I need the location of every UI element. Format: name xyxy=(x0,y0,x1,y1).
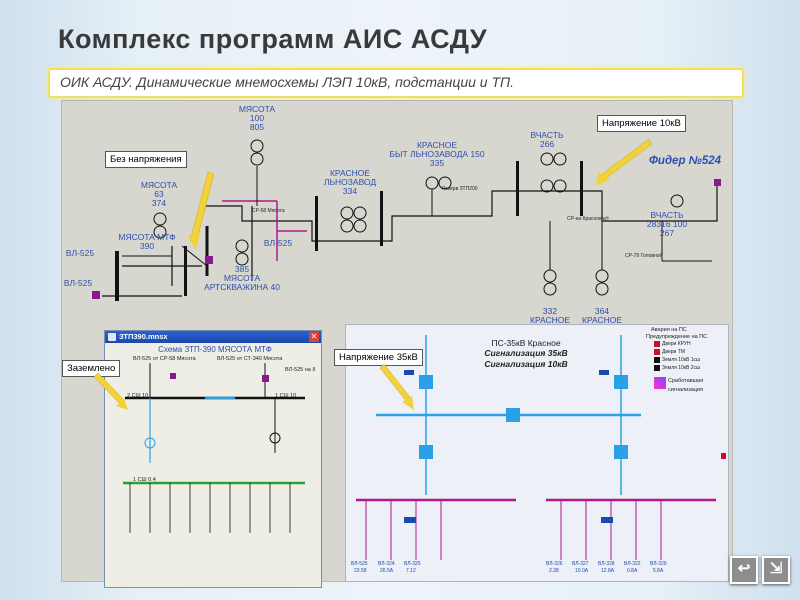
callout-voltage-35kv: Напряжение 35кВ xyxy=(334,349,423,366)
callout-grounded: Заземлено xyxy=(62,360,121,377)
ps-value-left-1: 23.58 xyxy=(354,568,367,574)
ps-feeder-left-1: ВЛ-525 xyxy=(351,561,368,567)
forward-arrow-icon[interactable]: ⇲ xyxy=(762,556,790,584)
ps-value-right-3: 12.8А xyxy=(601,568,615,574)
label-krasnoe-lnozavod: КРАСНОЕ ЛЬНОЗАВОД 334 xyxy=(323,168,377,196)
label-sr70: СР-79 Головной xyxy=(625,253,663,259)
legend-swatch-2 xyxy=(654,349,660,355)
label-vl525-b: ВЛ-525 xyxy=(63,278,93,288)
ps-feeder-left-2: ВЛ-324 xyxy=(378,561,395,567)
callout-voltage-10kv: Напряжение 10кВ xyxy=(597,115,686,132)
ps-feeder-left-3: ВЛ-325 xyxy=(404,561,421,567)
legend-sub: Предупреждение на ПС xyxy=(646,334,708,340)
arrow-head-10kv xyxy=(596,172,609,186)
label-vchast-28316: ВЧАСТЬ 28316 100 267 xyxy=(646,210,688,238)
label-sr-krasnoe: СР-на Красное к/т xyxy=(567,216,610,222)
legend-item-4: Земля 10кВ 2сш xyxy=(662,365,701,371)
sub-bus: 2 СШ 10 xyxy=(127,393,149,399)
ps-value-left-3: 7.12 xyxy=(406,568,416,574)
label-myasota-artskv: 385 МЯСОТА АРТСКВАЖИНА 40 xyxy=(204,264,280,292)
label-sr58: СР-58 Мясота xyxy=(252,208,285,214)
ps-feeder-right-5: ВЛ-329 xyxy=(650,561,667,567)
label-myasota-63: МЯСОТА 63 374 xyxy=(140,180,178,208)
arrow-head-35kv xyxy=(402,396,414,410)
feeder-label: Фидер №524 xyxy=(648,155,722,167)
label-vchast-266: ВЧАСТЬ 266 xyxy=(530,130,564,149)
ps-value-right-1: 2.38 xyxy=(549,568,559,574)
close-icon[interactable]: ✕ xyxy=(309,332,319,342)
subtitle-box: ОИК АСДУ. Динамические мнемосхемы ЛЭП 10… xyxy=(48,68,744,98)
legend-item-1: Двери КРУН xyxy=(662,341,691,347)
sub-line1: ВЛ-525 от СР-58 Мясота xyxy=(133,356,196,362)
ps-title: ПС-35кВ Красное xyxy=(491,338,561,348)
label-reserve: Резерв ЗТП200 xyxy=(442,186,478,192)
sub-scheme-lines xyxy=(123,363,305,533)
ps-feeder-right-4: ВЛ-322 xyxy=(624,561,641,567)
ps-feeder-right-1: ВЛ-326 xyxy=(546,561,563,567)
ps-value-left-2: 26.5А xyxy=(380,568,394,574)
sub-bus04: 1 СШ 0.4 xyxy=(133,477,156,483)
arrow-head-grounded xyxy=(116,398,128,410)
window-app-icon xyxy=(108,333,116,341)
window-titlebar[interactable]: ЗТП390.mnsx ✕ xyxy=(105,331,321,343)
ztp390-window[interactable]: ЗТП390.mnsx ✕ Схема ЗТП-390 МЯСОТА МТФ В… xyxy=(104,330,322,588)
label-krasnoe-364: 364 КРАСНОЕ xyxy=(582,306,623,325)
sub-window-title: Схема ЗТП-390 МЯСОТА МТФ xyxy=(158,345,272,354)
ps35-panel: ПС-35кВ Красное Сигнализация 35кВ Сигнал… xyxy=(345,324,729,582)
return-arrow-icon[interactable]: ↩ xyxy=(730,556,758,584)
subtitle-text: ОИК АСДУ. Динамические мнемосхемы ЛЭП 10… xyxy=(60,74,515,90)
ps-sig10: Сигнализация 10кВ xyxy=(484,359,568,369)
ps-value-right-5: 5.8А xyxy=(653,568,664,574)
legend-title: Авария на ПС xyxy=(651,327,687,333)
ps-feeder-right-2: ВЛ-327 xyxy=(572,561,589,567)
legend-item-3: Земля 10кВ 1сш xyxy=(662,357,701,363)
sub-line3: ВЛ-525 на II xyxy=(285,367,316,373)
label-krasnoe-bylnozavoda: КРАСНОЕ БЫТ ЛЬНОЗАВОДА 150 335 xyxy=(389,140,485,168)
slide-title: Комплекс программ АИС АСДУ xyxy=(58,24,488,54)
window-file-name: ЗТП390.mnsx xyxy=(119,332,168,341)
ps-value-right-2: 10.0А xyxy=(575,568,589,574)
sub-line2: ВЛ-525 от СТ-340 Мясота xyxy=(217,356,283,362)
ps-scheme-lines xyxy=(356,335,726,560)
label-vl525-a: ВЛ-525 xyxy=(65,248,95,258)
legend-swatch-4 xyxy=(654,365,660,371)
label-myasota-mtf: МЯСОТА МТФ 390 xyxy=(118,232,176,251)
arrow-35kv xyxy=(379,363,411,402)
legend-item-2: Двери ТМ xyxy=(662,349,685,355)
ps-feeder-right-3: ВЛ-328 xyxy=(598,561,615,567)
label-vl525-c: ВЛ-525 xyxy=(263,238,293,248)
scheme-lines xyxy=(92,139,721,301)
arrow-head-no-voltage xyxy=(188,234,200,250)
legend-tripped-swatch xyxy=(654,377,666,389)
label-myasota-100: МЯСОТА 100 805 xyxy=(238,104,276,132)
sub-bus1: 1 СШ 10 xyxy=(275,393,297,399)
legend-tripped: Сработавшая сигнализация xyxy=(668,378,704,393)
ps-sig35: Сигнализация 35кВ xyxy=(484,348,568,358)
ps-value-right-4: 0.8А xyxy=(627,568,638,574)
legend-swatch-1 xyxy=(654,341,660,347)
label-krasnoe-332: 332 КРАСНОЕ xyxy=(530,306,571,325)
legend-swatch-3 xyxy=(654,357,660,363)
callout-no-voltage: Без напряжения xyxy=(105,151,187,168)
